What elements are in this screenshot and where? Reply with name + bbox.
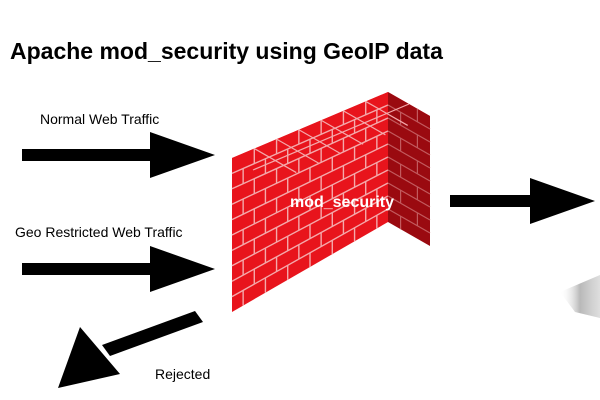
rejected-label: Rejected [155, 366, 211, 382]
firewall-label: mod_security [290, 194, 394, 211]
wall-mortar-lines [231, 100, 431, 306]
mortar-line [387, 169, 431, 195]
background-shadow-shape [560, 275, 600, 318]
mortar-line [252, 103, 410, 171]
rejected-traffic-arrow [58, 311, 203, 388]
normal-traffic-arrow [22, 132, 215, 178]
mortar-line [387, 156, 431, 182]
diagram-title: Apache mod_security using GeoIP data [10, 38, 443, 64]
mortar-line [387, 130, 431, 156]
mortar-line [387, 208, 431, 234]
geo-restricted-traffic-label: Geo Restricted Web Traffic [15, 224, 183, 240]
mortar-line [387, 195, 431, 221]
mortar-line [387, 104, 431, 130]
brick-wall-icon: mod_security [231, 92, 431, 312]
mortar-line [387, 117, 431, 143]
normal-traffic-label: Normal Web Traffic [40, 111, 160, 127]
mortar-line [387, 182, 431, 208]
allowed-traffic-arrow [450, 178, 595, 224]
geo-restricted-traffic-arrow [22, 246, 215, 292]
mortar-line [387, 143, 431, 169]
